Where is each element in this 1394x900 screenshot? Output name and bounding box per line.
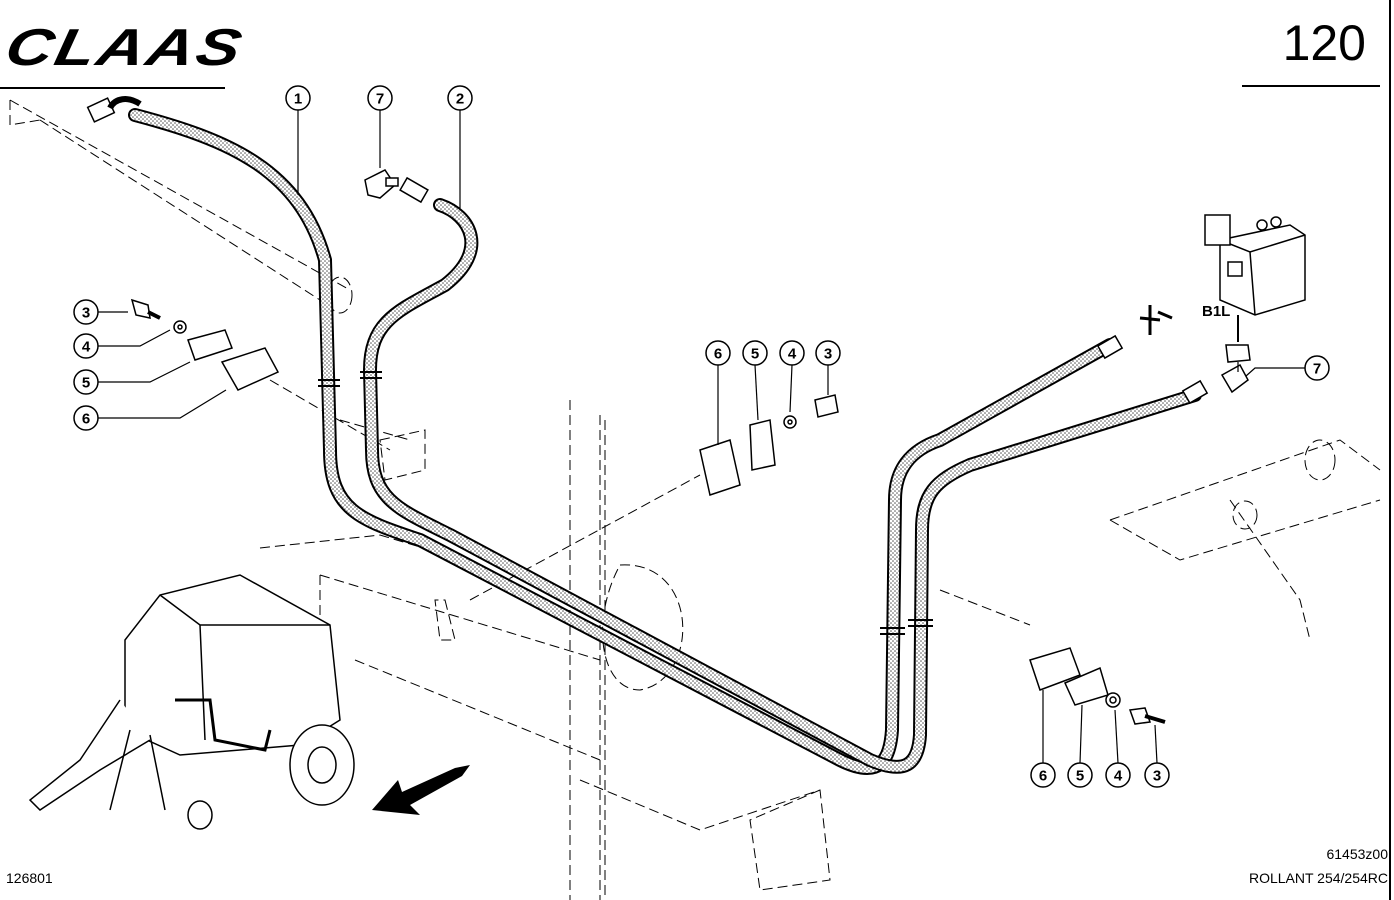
callout-balloon: [367, 85, 393, 111]
callout-bolt-left: 3: [82, 305, 90, 322]
callout-clamp-middle: 6: [714, 346, 722, 363]
callout-balloon: [815, 340, 841, 366]
callout-elbow-top: 7: [376, 91, 384, 108]
model-label: ROLLANT 254/254RC: [1248, 870, 1388, 886]
page-number: 120: [1282, 15, 1366, 71]
clamp-set-left: [130, 298, 280, 391]
callout-clamp-right: 6: [1039, 768, 1047, 785]
callout-balloon: [73, 299, 99, 325]
phantom-frame: [9, 99, 1381, 900]
callout-plate-right: 5: [1076, 768, 1084, 785]
callout-balloons: [73, 85, 1330, 788]
callout-balloon: [1030, 762, 1056, 788]
baler-thumbnail: [28, 574, 355, 830]
clamp-set-right: [1029, 647, 1166, 725]
callout-balloon: [1144, 762, 1170, 788]
hose-2-fill: [364, 200, 1200, 772]
callout-plate-middle: 5: [751, 346, 759, 363]
callout-hose-2: 2: [456, 91, 464, 108]
callout-balloon: [1105, 762, 1131, 788]
port-label-b1l: B1L: [1202, 303, 1230, 320]
drawing-code: 61453z00: [1326, 846, 1388, 862]
callout-washer-left: 4: [82, 339, 91, 356]
callout-bolt-right: 3: [1153, 768, 1161, 785]
direction-arrow: [372, 765, 470, 815]
callout-washer-middle: 4: [788, 346, 797, 363]
callout-balloon: [705, 340, 731, 366]
callout-balloon: [73, 333, 99, 359]
callout-hose-1: 1: [294, 91, 302, 108]
brand-logo: CLAAS: [0, 19, 250, 77]
callout-clamp-left: 6: [82, 411, 90, 428]
valve-block: [1204, 214, 1306, 363]
callout-balloon: [447, 85, 473, 111]
callout-balloon: [742, 340, 768, 366]
callout-balloon: [73, 405, 99, 431]
hose-1-fill: [130, 110, 1115, 773]
page-id: 126801: [6, 870, 53, 886]
callout-balloon: [73, 369, 99, 395]
callout-balloon: [1067, 762, 1093, 788]
hose-fittings: [86, 96, 1209, 405]
leader-lines: [98, 110, 1305, 764]
clamp-set-middle: [699, 394, 839, 496]
callout-balloon: [1304, 355, 1330, 381]
hose-clip-bands: [318, 371, 933, 635]
callout-elbow-right: 7: [1313, 361, 1321, 378]
callout-bolt-middle: 3: [824, 346, 832, 363]
callout-washer-right: 4: [1114, 768, 1123, 785]
callout-plate-left: 5: [82, 375, 90, 392]
callout-balloon: [285, 85, 311, 111]
callout-balloon: [779, 340, 805, 366]
elbow-fitting: [364, 169, 1249, 394]
